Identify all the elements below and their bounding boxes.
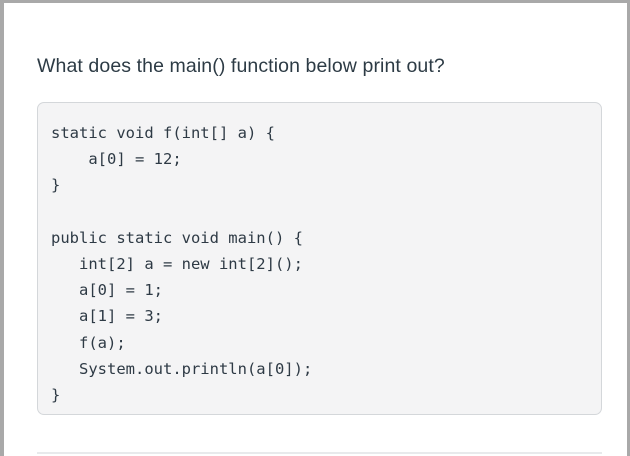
- code-block: static void f(int[] a) { a[0] = 12; } pu…: [37, 102, 602, 415]
- code-snippet: static void f(int[] a) { a[0] = 12; } pu…: [51, 124, 313, 405]
- page-title: What does the main() function below prin…: [37, 55, 445, 77]
- section-divider: [37, 452, 602, 454]
